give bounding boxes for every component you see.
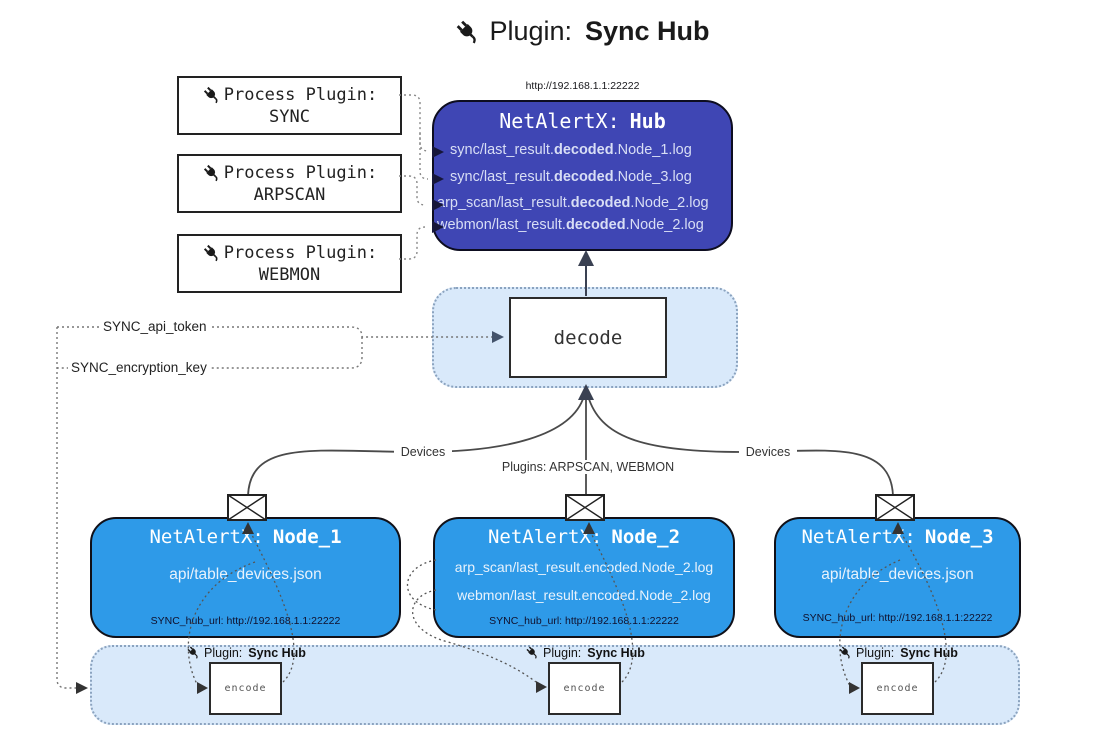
sync-api-token-label: SYNC_api_token (100, 319, 210, 334)
node2-file: webmon/last_result.encoded.Node_2.log (457, 587, 711, 603)
node3-title: NetAlertX:Node_3 (801, 526, 994, 548)
plug-icon (454, 18, 482, 46)
node2-file: arp_scan/last_result.encoded.Node_2.log (454, 559, 714, 575)
plug-icon (838, 645, 853, 660)
hub-log-line: sync/last_result.decoded.Node_1.log (450, 142, 692, 158)
process-plugin-webmon-box: Process Plugin: WEBMON (177, 234, 402, 293)
encode-box-node2: encode (548, 662, 621, 715)
page-title: Plugin: Sync Hub (382, 16, 782, 47)
plug-icon (202, 85, 222, 105)
node1-title: NetAlertX:Node_1 (149, 526, 342, 548)
encode-plugin-label: Plugin:Sync Hub (808, 645, 988, 660)
process-plugin-label: Process Plugin: (223, 162, 378, 183)
hub-title-prefix: NetAlertX: (499, 109, 620, 133)
process-plugin-arpscan-box: Process Plugin: ARPSCAN (177, 154, 402, 213)
process-plugin-label: Process Plugin: (223, 242, 378, 263)
hub-box (432, 100, 733, 251)
decode-to-hub-arrow (578, 250, 594, 266)
node3-file: api/table_devices.json (821, 566, 974, 583)
encode-plugin-label: Plugin:Sync Hub (495, 645, 675, 660)
process-plugin-name: WEBMON (258, 264, 321, 285)
node1-file: api/table_devices.json (169, 566, 322, 583)
decode-box: decode (509, 297, 667, 378)
decode-label: decode (553, 326, 623, 349)
plug-icon (202, 243, 222, 263)
encode-label: encode (224, 683, 267, 694)
plugin-connectors (399, 94, 429, 260)
hub-log-line: sync/last_result.decoded.Node_3.log (450, 169, 692, 185)
plug-icon (186, 645, 201, 660)
hub-log-line: arp_scan/last_result.decoded.Node_2.log (437, 195, 709, 211)
node3-hub-url: SYNC_hub_url: http://192.168.1.1:22222 (802, 612, 993, 624)
edge-label-devices-right: Devices (739, 445, 797, 459)
encode-box-node3: encode (861, 662, 934, 715)
plug-icon (202, 163, 222, 183)
encode-label: encode (876, 683, 919, 694)
plug-icon (525, 645, 540, 660)
process-plugin-label: Process Plugin: (223, 84, 378, 105)
process-plugin-name: ARPSCAN (253, 184, 326, 205)
node2-title: NetAlertX:Node_2 (487, 526, 681, 548)
edge-label-devices-left: Devices (394, 445, 452, 459)
process-plugin-sync-box: Process Plugin: SYNC (177, 76, 402, 135)
process-plugin-name: SYNC (269, 106, 310, 127)
hub-url-label: http://192.168.1.1:22222 (525, 80, 640, 92)
title-bold: Sync Hub (585, 16, 710, 46)
node1-hub-url: SYNC_hub_url: http://192.168.1.1:22222 (150, 615, 341, 627)
band-in-arrow (76, 682, 88, 694)
edge-label-plugins: Plugins: ARPSCAN, WEBMON (498, 460, 678, 474)
hub-log-line: webmon/last_result.decoded.Node_2.log (437, 217, 704, 233)
encode-label: encode (563, 683, 606, 694)
encode-plugin-label: Plugin:Sync Hub (156, 645, 336, 660)
node2-hub-url: SYNC_hub_url: http://192.168.1.1:22222 (489, 615, 679, 627)
title-prefix: Plugin: (489, 16, 573, 46)
hub-title-bold: Hub (629, 109, 666, 133)
encode-box-node1: encode (209, 662, 282, 715)
sync-encryption-key-label: SYNC_encryption_key (68, 360, 210, 375)
hub-title: NetAlertX: Hub (432, 109, 733, 133)
